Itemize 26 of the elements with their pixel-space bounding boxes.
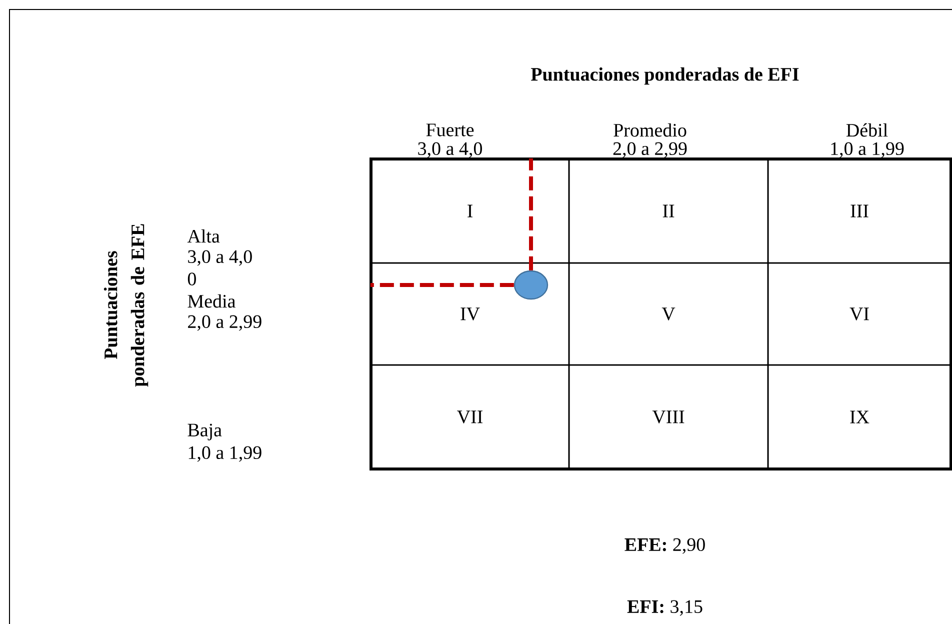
column-header: Débil <box>846 123 888 137</box>
grid-cell: VIII <box>568 364 769 470</box>
row-header: 3,0 a 4,0 <box>188 250 252 266</box>
row-header: 0 <box>188 272 196 286</box>
grid-cell: II <box>568 158 769 264</box>
row-header: 2,0 a 2,99 <box>188 315 262 331</box>
score-note: EFE: 2,90 <box>624 538 705 554</box>
node-label: I <box>468 204 473 218</box>
grid-cell: IX <box>767 364 952 470</box>
grid-cell: V <box>568 262 769 366</box>
row-header: Media <box>188 294 236 308</box>
grid-cell: VII <box>370 364 570 470</box>
row-header: Alta <box>187 229 220 243</box>
row-header: Baja <box>188 424 222 440</box>
score-note: EFI: 3,15 <box>627 600 702 616</box>
axis-title: Puntuaciones ponderadas de EFE <box>104 224 148 387</box>
column-header: Promedio <box>614 123 686 137</box>
guide-line <box>370 283 514 287</box>
guide-line <box>529 158 533 270</box>
column-header: Fuerte <box>426 124 474 136</box>
column-header: 2,0 a 2,99 <box>613 142 687 158</box>
grid-cell: IV <box>370 262 570 366</box>
row-header: 1,0 a 1,99 <box>188 446 262 462</box>
grid-cell: VI <box>767 262 952 366</box>
grid-cell: III <box>767 158 952 264</box>
axis-title: Puntuaciones ponderadas de EFI <box>531 67 799 85</box>
